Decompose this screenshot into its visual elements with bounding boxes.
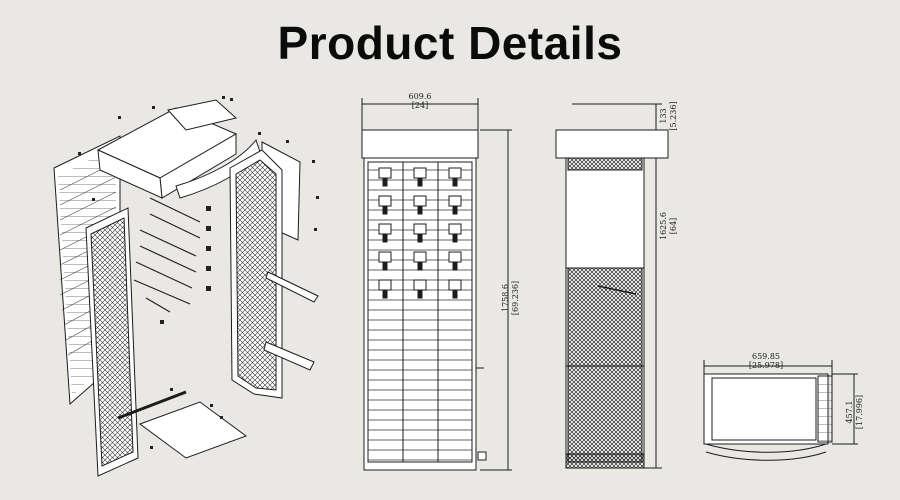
front-width-mm: 609.6: [409, 92, 432, 101]
top-width-in: [25.978]: [749, 361, 783, 370]
side-top-mm: 133: [659, 108, 668, 123]
side-height-mm: 1625.6: [659, 212, 668, 240]
top-depth-mm: 457.1: [845, 401, 854, 424]
front-view: [361, 98, 512, 471]
top-width-mm: 659.85: [752, 352, 780, 361]
side-view: [555, 103, 669, 469]
front-height-mm: 1758.6: [501, 284, 510, 312]
top-depth-in: [17.996]: [855, 395, 864, 429]
front-height-in: [69.236]: [511, 281, 520, 315]
side-top-in: [5.236]: [669, 101, 678, 130]
top-view: [703, 360, 858, 461]
exploded-view: [53, 96, 319, 477]
front-width-in: [24]: [412, 101, 428, 110]
page-title: Product Details: [277, 17, 623, 69]
side-height-in: [64]: [669, 218, 678, 234]
